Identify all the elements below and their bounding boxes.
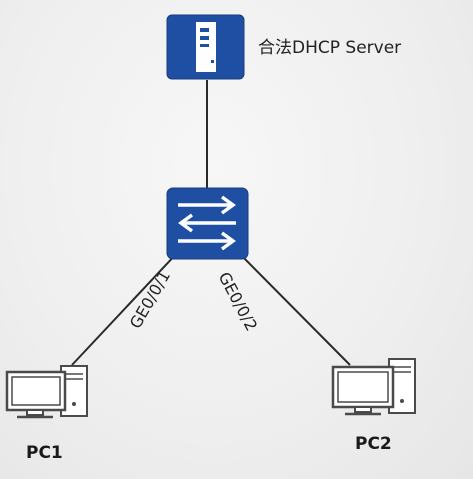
pc2-label: PC2 [355,434,392,454]
desktop-computer-icon [5,365,88,419]
switch-icon [166,187,249,260]
switch-node [166,187,249,260]
pc2-node [331,353,417,417]
desktop-computer-icon [331,358,416,416]
pc1-node [5,358,89,420]
switch-pc2-link [237,251,351,366]
dhcp-server-node [166,14,245,80]
pc1-label: PC1 [26,443,63,463]
server-label: 合法DHCP Server [258,38,402,58]
switch-pc1-link [71,251,179,366]
server-icon [166,14,245,80]
